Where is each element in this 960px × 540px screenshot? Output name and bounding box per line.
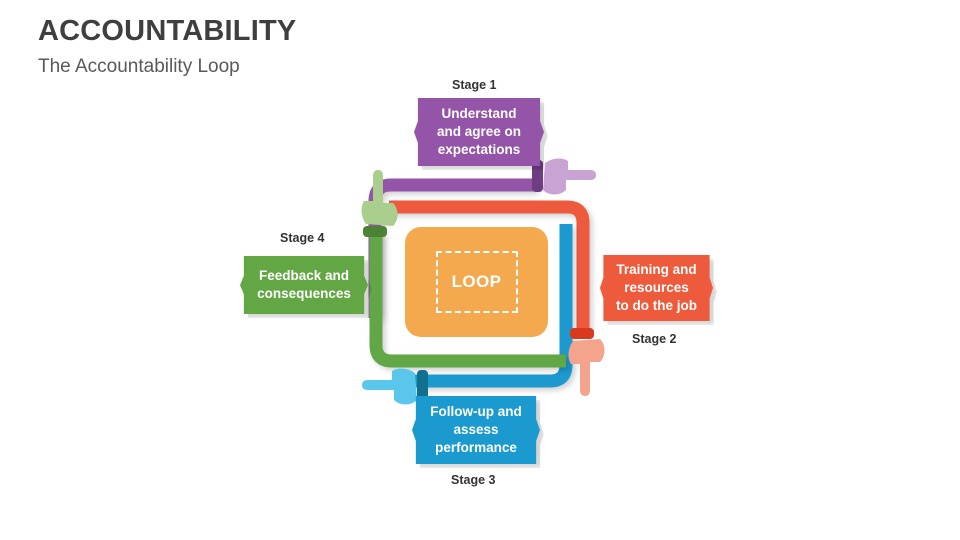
pointing-hand-down-icon (568, 328, 605, 396)
stage1-caption: Stage 1 (452, 78, 497, 92)
pointing-hand-up-icon (361, 170, 398, 237)
stage4-banner-text: Feedback and consequences (257, 268, 351, 301)
pointing-hand-right-icon (532, 158, 596, 195)
header: ACCOUNTABILITY The Accountability Loop (38, 15, 638, 78)
arm-stage2-red (389, 200, 590, 330)
stage3-banner-text: Follow-up and assess performance (430, 404, 522, 455)
stage3-caption: Stage 3 (451, 473, 496, 487)
stage3-banner[interactable]: Follow-up and assess performance (412, 396, 540, 464)
stage2-banner-text: Training and resources to do the job (616, 262, 697, 313)
stage1-banner[interactable]: Understand and agree on expectations (414, 98, 544, 166)
stage1-banner-text: Understand and agree on expectations (436, 106, 522, 157)
stage2-banner[interactable]: Training and resources to do the job (600, 255, 713, 321)
page-subtitle: The Accountability Loop (38, 55, 240, 77)
center-loop-tile: LOOP (405, 227, 548, 337)
stage2-caption: Stage 2 (632, 332, 677, 346)
stage4-banner[interactable]: Feedback and consequences (240, 256, 368, 314)
loop-dashed-frame: LOOP (435, 251, 518, 313)
loop-label: LOOP (451, 272, 502, 291)
stage4-caption: Stage 4 (280, 231, 325, 245)
arm-stage4-green (369, 232, 566, 368)
pointing-hand-left-icon (362, 368, 428, 405)
page-title: ACCOUNTABILITY (38, 15, 297, 47)
